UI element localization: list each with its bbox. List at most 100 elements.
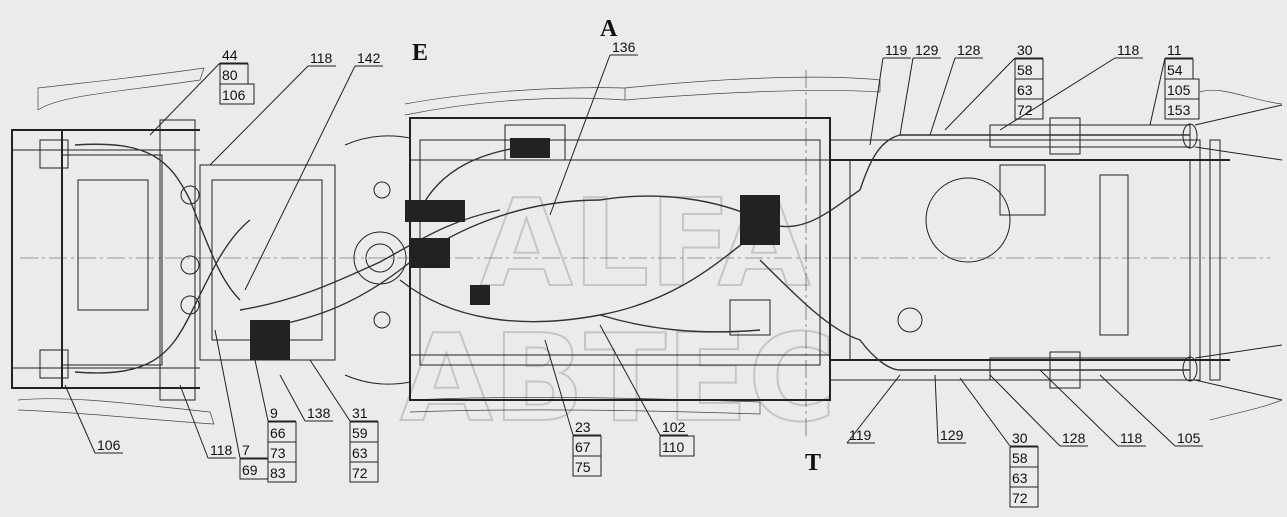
callout-number: 23: [575, 419, 591, 435]
callout-44: 44 80 106: [149, 47, 255, 136]
callout-number: 136: [612, 39, 636, 55]
callout-number: 153: [1167, 102, 1191, 118]
callout-leader: [989, 374, 1061, 447]
callout-number: 63: [1012, 470, 1028, 486]
callout-118: 118: [179, 384, 236, 459]
callout-leader: [869, 57, 884, 146]
callout-number: 59: [352, 425, 368, 441]
callout-119: 119: [869, 42, 911, 146]
callout-number: 72: [1017, 102, 1033, 118]
callout-118: 118: [999, 42, 1143, 131]
callout-118: 118: [1039, 369, 1146, 447]
callout-number: 54: [1167, 62, 1183, 78]
callout-leader: [1099, 374, 1176, 447]
callout-leader: [599, 324, 661, 436]
callout-leader: [309, 359, 351, 422]
callout-9: 9 66 73 83: [254, 359, 297, 483]
callout-128: 128: [989, 374, 1088, 447]
callout-number: 73: [270, 445, 286, 461]
valve-blocks: [250, 138, 780, 360]
callout-number: 72: [352, 465, 368, 481]
callout-31: 31 59 63 72: [309, 359, 379, 483]
callout-number: 119: [885, 42, 908, 58]
callout-leader: [254, 359, 269, 422]
callout-number: 118: [1120, 430, 1143, 446]
rear-cylinders: [989, 104, 1283, 401]
callout-leader: [934, 374, 939, 444]
callout-7: 769: [214, 329, 269, 480]
callout-leader: [279, 374, 306, 422]
callout-105: 105: [1099, 374, 1203, 447]
callout-118: 118: [209, 50, 336, 166]
callout-23: 23 67 75: [544, 339, 602, 477]
callout-number: 69: [242, 462, 258, 478]
callout-106: 106: [64, 384, 123, 454]
callout-number: 128: [1062, 430, 1086, 446]
callout-number: 7: [242, 442, 250, 458]
break-outlines: [17, 67, 1283, 425]
callout-leader: [214, 329, 241, 459]
callout-number: 118: [1117, 42, 1140, 58]
callout-number: 44: [222, 47, 238, 63]
callout-number: 63: [352, 445, 368, 461]
callout-leader: [1149, 57, 1166, 126]
callout-number: 67: [575, 439, 591, 455]
watermark-line2: ABTEC: [400, 310, 836, 449]
section-letter-a: A: [600, 16, 618, 42]
callout-leader: [149, 62, 221, 136]
callout-number: 9: [270, 405, 278, 421]
callout-number: 106: [97, 437, 121, 453]
callout-number: 66: [270, 425, 286, 441]
section-letter-e: E: [412, 40, 428, 66]
callout-number: 83: [270, 465, 286, 481]
callout-number: 128: [957, 42, 981, 58]
callout-number: 106: [222, 87, 246, 103]
callout-142: 142: [244, 50, 383, 291]
callout-number: 110: [662, 439, 685, 455]
callout-136: 136: [549, 39, 638, 216]
callout-number: 72: [1012, 490, 1028, 506]
callout-number: 11: [1167, 42, 1182, 58]
callout-leader: [959, 377, 1011, 447]
callout-number: 63: [1017, 82, 1033, 98]
callout-number: 142: [357, 50, 381, 66]
callout-number: 118: [210, 442, 233, 458]
callout-leader: [244, 65, 356, 291]
callout-leader: [544, 339, 574, 436]
callout-number: 80: [222, 67, 238, 83]
callout-number: 75: [575, 459, 591, 475]
callout-leader: [944, 57, 1016, 131]
callout-number: 31: [352, 405, 368, 421]
callout-leader: [899, 57, 914, 136]
callout-number: 30: [1012, 430, 1028, 446]
callout-number: 129: [940, 427, 964, 443]
callout-leader: [549, 54, 611, 216]
callout-leader: [1039, 369, 1119, 447]
callout-leader: [929, 57, 956, 136]
callout-number: 138: [307, 405, 331, 421]
section-letter-t: T: [805, 450, 821, 476]
callout-labels: 44 80 106 118 142 136 119 129 128 30 58 63 72 118 11 54…: [64, 39, 1203, 508]
callout-30: 30 58 63 72: [959, 377, 1039, 508]
callout-119: 119: [846, 374, 901, 444]
callout-128: 128: [929, 42, 983, 136]
callout-leader: [179, 384, 209, 459]
callout-number: 129: [915, 42, 939, 58]
callout-number: 30: [1017, 42, 1033, 58]
callout-number: 105: [1167, 82, 1191, 98]
callout-30: 30 58 63 72: [944, 42, 1044, 131]
callout-number: 102: [662, 419, 686, 435]
callout-number: 118: [310, 50, 333, 66]
callout-leader: [209, 65, 309, 166]
callout-number: 119: [849, 427, 872, 443]
callout-number: 58: [1012, 450, 1028, 466]
centre-lines: [20, 70, 1270, 440]
callout-11: 11 54 105 153: [1149, 42, 1200, 126]
callout-138: 138: [279, 374, 333, 422]
callout-129: 129: [934, 374, 966, 444]
callout-leader: [846, 374, 901, 444]
callout-129: 129: [899, 42, 941, 136]
callout-number: 58: [1017, 62, 1033, 78]
